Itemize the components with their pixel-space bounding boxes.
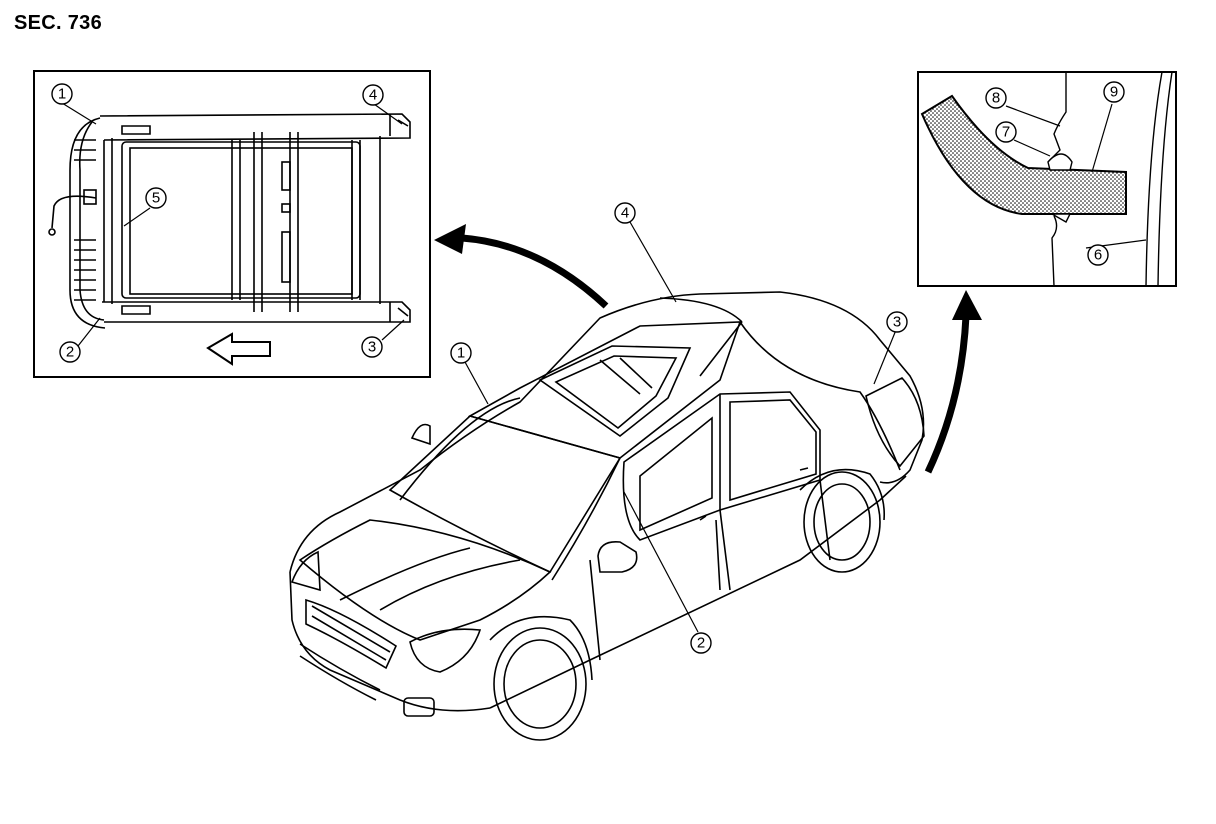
car-front-lower	[289, 571, 491, 712]
car-front-door-window	[622, 391, 821, 541]
car-illustration	[289, 291, 925, 741]
car-hood	[298, 519, 552, 641]
car-headlight	[409, 628, 482, 673]
car-leaders	[464, 221, 897, 633]
svg-text:1: 1	[457, 345, 465, 362]
callout-7: 7	[995, 121, 1017, 143]
sunroof-frame-drawing	[48, 113, 411, 329]
callout-3-left: 3	[361, 336, 383, 358]
callout-6: 6	[1087, 244, 1109, 266]
svg-text:2: 2	[697, 635, 705, 652]
svg-text:3: 3	[368, 339, 376, 356]
callout-1-left: 1	[51, 83, 73, 105]
svg-text:5: 5	[152, 190, 160, 207]
drain-hose-inset: 8 9 7 6	[917, 71, 1177, 287]
car-windshield	[388, 415, 622, 574]
callout-4-left: 4	[362, 84, 384, 106]
svg-text:9: 9	[1110, 84, 1118, 101]
callout-1-car: 1	[450, 342, 472, 364]
car-rear-wheel	[803, 471, 881, 573]
callout-2-left: 2	[59, 341, 81, 363]
section-label: SEC. 736	[14, 12, 103, 34]
sunroof-frame-inset: 1 2 3 4 5	[33, 70, 431, 378]
car-roof	[467, 321, 742, 459]
svg-text:4: 4	[621, 205, 629, 222]
front-direction-arrow-icon	[206, 332, 271, 366]
callout-9: 9	[1103, 81, 1125, 103]
car-trunk	[865, 377, 925, 468]
svg-text:4: 4	[369, 87, 377, 104]
car-side-lower	[489, 475, 907, 709]
svg-text:2: 2	[66, 344, 74, 361]
car-sunroof-opening	[538, 345, 692, 437]
drain-hose-shape	[920, 94, 1127, 215]
car-side-mirror	[597, 540, 638, 573]
callout-2-car: 2	[690, 632, 712, 654]
arrow-to-left-inset	[434, 224, 609, 309]
svg-text:6: 6	[1094, 247, 1102, 264]
callout-5-left: 5	[145, 187, 167, 209]
svg-text:1: 1	[58, 86, 66, 103]
callout-8: 8	[985, 87, 1007, 109]
svg-text:8: 8	[992, 90, 1000, 107]
svg-text:7: 7	[1002, 124, 1010, 141]
callout-4-car: 4	[614, 202, 636, 224]
car-front-wheel	[493, 627, 587, 741]
svg-text:3: 3	[893, 314, 901, 331]
car-grille	[305, 598, 398, 670]
arrow-to-right-inset	[924, 290, 982, 474]
inset-left-leaders	[61, 102, 405, 347]
callout-3-car: 3	[886, 311, 908, 333]
